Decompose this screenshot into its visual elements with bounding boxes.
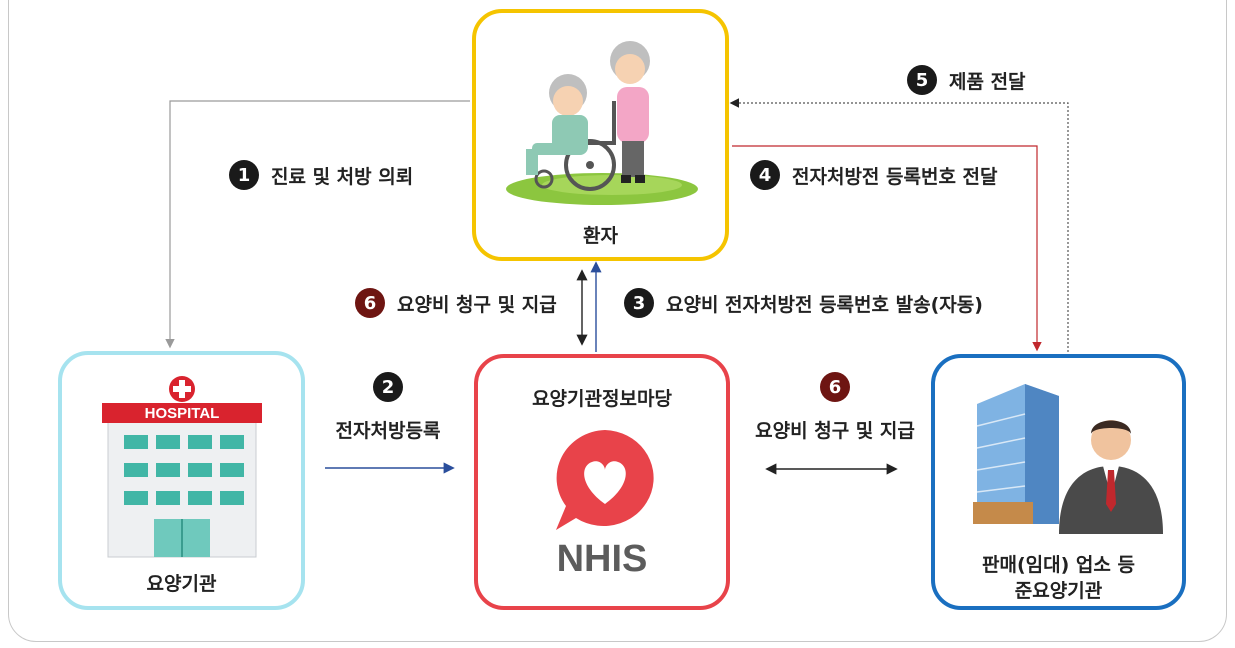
- step-5: 5 제품 전달: [907, 65, 1026, 95]
- institution-label: 요양기관: [146, 573, 217, 595]
- institution-node: HOSPITAL 요양기관: [58, 351, 305, 610]
- step-4-badge: 4: [750, 160, 780, 190]
- step-2-badge: 2: [373, 372, 403, 402]
- step-6a-label: 요양비 청구 및 지급: [397, 293, 557, 316]
- hospital-building-icon: HOSPITAL: [102, 376, 262, 558]
- step-2: 2 전자처방등록: [318, 372, 458, 443]
- step-6-claim-vertical: 6 요양비 청구 및 지급: [355, 288, 557, 318]
- nhis-title: 요양기관정보마당: [532, 388, 672, 410]
- step-3-label: 요양비 전자처방전 등록번호 발송(자동): [666, 293, 983, 316]
- nhis-node: 요양기관정보마당 NHIS: [474, 354, 730, 610]
- arrow-step4: [732, 145, 1042, 352]
- step-3: 3 요양비 전자처방전 등록번호 발송(자동): [624, 288, 983, 318]
- step-5-label: 제품 전달: [949, 70, 1026, 93]
- heart-speech-bubble-icon: [556, 430, 654, 530]
- vendor-label-line2: 준요양기관: [1014, 580, 1103, 602]
- diagram-frame: [8, 0, 1227, 642]
- step-2-label: 전자처방등록: [335, 420, 441, 442]
- step-6-claim-horizontal: 6 요양비 청구 및 지급: [735, 372, 935, 443]
- step-1-badge: 1: [229, 160, 259, 190]
- step-6a-badge: 6: [355, 288, 385, 318]
- elderly-couple-wheelchair-icon: [506, 41, 698, 205]
- step-4: 4 전자처방전 등록번호 전달: [750, 160, 998, 190]
- step-5-badge: 5: [907, 65, 937, 95]
- step-1-label: 진료 및 처방 의뢰: [271, 165, 414, 188]
- step-6b-label: 요양비 청구 및 지급: [755, 420, 915, 442]
- arrow-step5: [729, 98, 1069, 352]
- step-4-label: 전자처방전 등록번호 전달: [792, 165, 998, 188]
- vendor-label-line1: 판매(임대) 업소 등: [982, 554, 1135, 576]
- arrow-step1: [165, 100, 470, 349]
- vendor-node: 판매(임대) 업소 등 준요양기관: [931, 354, 1186, 610]
- office-building-businessman-icon: [973, 384, 1163, 534]
- step-6b-badge: 6: [820, 372, 850, 402]
- hospital-sign-text: HOSPITAL: [145, 405, 220, 422]
- step-3-badge: 3: [624, 288, 654, 318]
- nhis-logo-text: NHIS: [556, 538, 648, 580]
- patient-node: 환자: [472, 9, 729, 261]
- patient-label: 환자: [583, 225, 618, 247]
- step-1: 1 진료 및 처방 의뢰: [229, 160, 413, 190]
